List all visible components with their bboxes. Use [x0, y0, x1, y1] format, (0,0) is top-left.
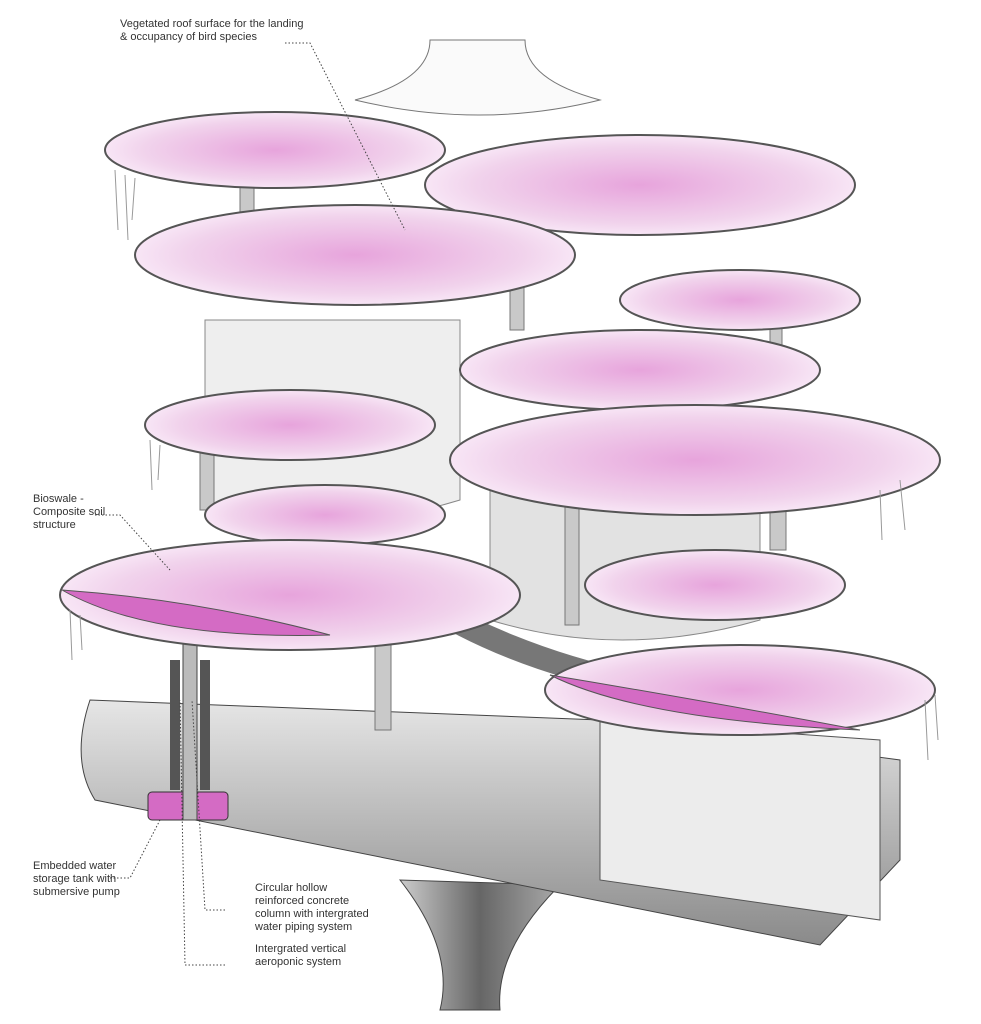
- annotation-water-tank: Embedded water storage tank with submers…: [33, 860, 120, 898]
- platform: [449, 404, 941, 516]
- concrete-column: [182, 639, 198, 821]
- bioswale-soil-section-right: [549, 674, 861, 731]
- platform: [544, 644, 936, 736]
- platform: [134, 204, 576, 306]
- platform: [619, 269, 861, 331]
- annotation-vegetated-roof: Vegetated roof surface for the landing &…: [120, 18, 304, 43]
- annotation-aeroponic-system: Intergrated vertical aeroponic system: [255, 943, 347, 968]
- platform: [584, 549, 846, 621]
- platform: [104, 111, 446, 189]
- vegetated-platforms: [59, 111, 941, 736]
- annotation-bioswale: Bioswale - Composite soil structure: [33, 493, 106, 531]
- hanging-vines: [69, 169, 939, 761]
- platform: [144, 389, 436, 461]
- bioswale-soil-section: [61, 589, 331, 636]
- platform: [459, 329, 821, 411]
- rooftop-cap: [354, 39, 602, 116]
- platform: [204, 484, 446, 546]
- annotation-concrete-column: Circular hollow reinforced concrete colu…: [255, 882, 369, 933]
- aeroponic-system-right: [200, 660, 210, 790]
- aeroponic-system: [170, 660, 180, 790]
- platform: [424, 134, 856, 236]
- base-funnel: [398, 879, 562, 1011]
- leader-lines: [95, 42, 406, 966]
